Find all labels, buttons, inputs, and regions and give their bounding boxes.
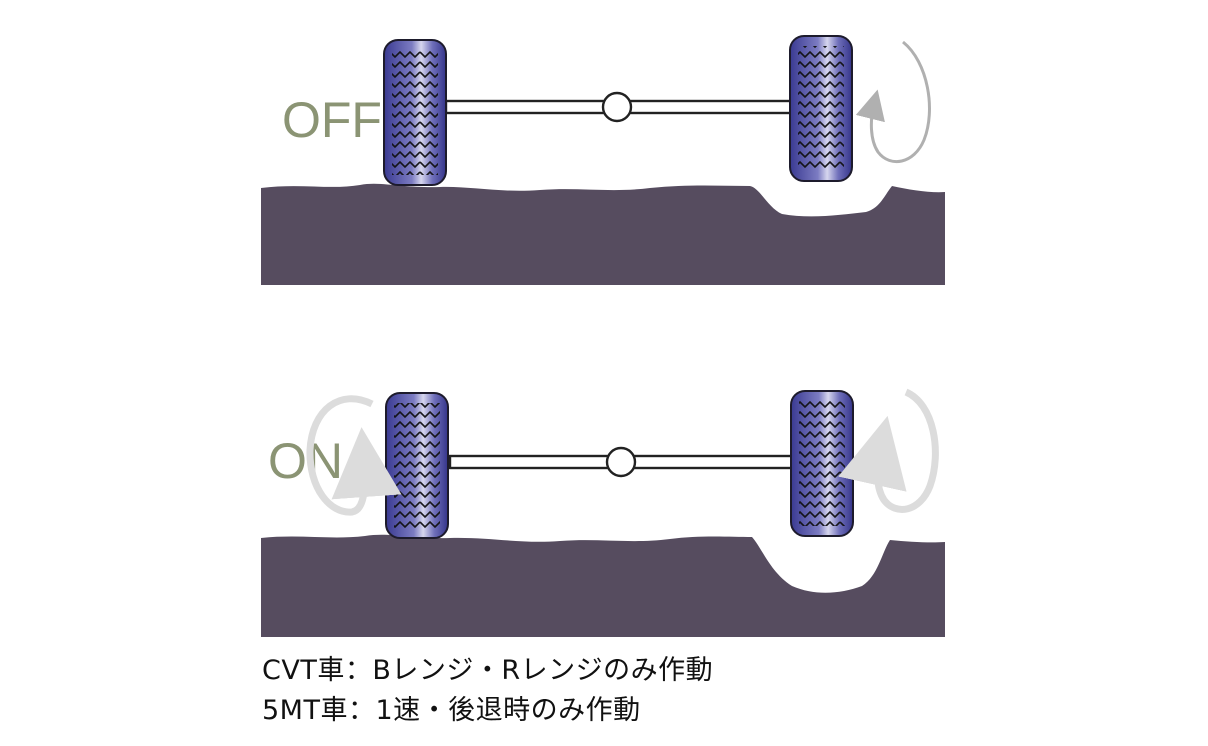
tire-icon xyxy=(789,35,853,182)
caption-cvt: CVT車：Bレンジ・Rレンジのみ作動 xyxy=(262,655,714,686)
differential-on xyxy=(605,446,637,478)
off-label: OFF xyxy=(282,92,382,148)
tire-icon xyxy=(383,39,447,186)
panel-off: OFF xyxy=(261,35,945,285)
ground-off xyxy=(261,183,945,285)
on-label: ON xyxy=(268,433,343,489)
differential-off xyxy=(601,91,633,123)
caption-5mt: 5MT車：1速・後退時のみ作動 xyxy=(262,695,641,726)
ground-on xyxy=(261,534,945,637)
rotation-arrow-icon xyxy=(855,40,931,163)
rotation-arrow-icon xyxy=(838,388,939,513)
rotation-arrow-icon xyxy=(306,395,402,516)
tire-icon xyxy=(385,392,449,539)
panel-on: ON xyxy=(261,388,945,637)
tire-icon xyxy=(790,390,854,537)
